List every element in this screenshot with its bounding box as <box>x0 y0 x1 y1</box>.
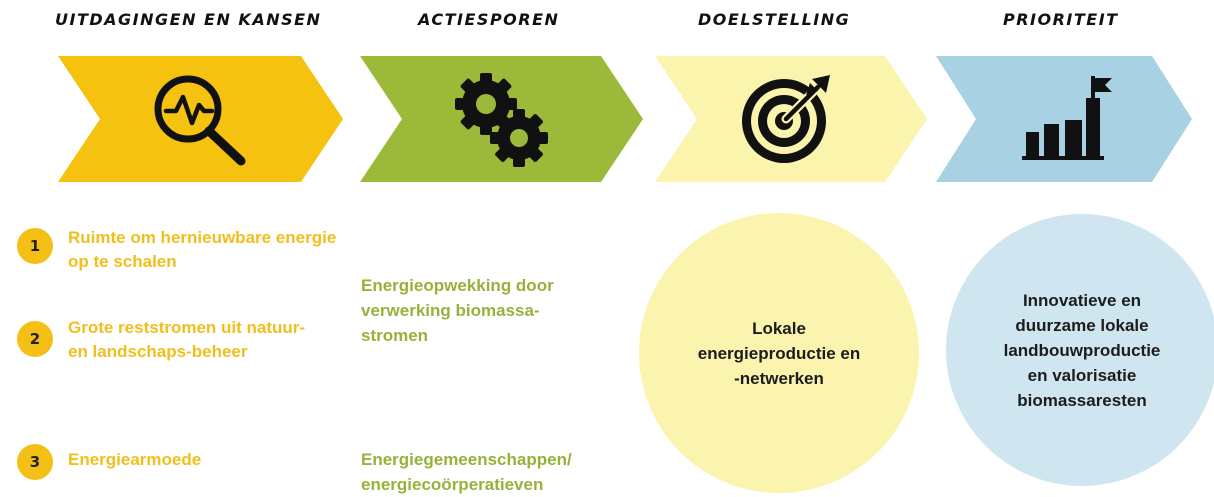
header-objective: Doelstelling <box>698 10 851 29</box>
header-tracks: Actiesporen <box>418 10 560 29</box>
challenge-number-3: 3 <box>17 444 53 480</box>
challenge-number-1: 1 <box>17 228 53 264</box>
objective-text: Lokale energieproductie en -netwerken <box>697 318 861 388</box>
challenge-number-2: 2 <box>17 321 53 357</box>
chevron-priority <box>936 56 1192 182</box>
search-pulse-icon <box>154 75 246 166</box>
target-arrow-icon <box>742 75 830 163</box>
objective-circle: Lokale energieproductie en -netwerken <box>639 213 919 493</box>
priority-circle: Innovatieve en duurzame lokale landbouwp… <box>946 214 1214 486</box>
challenge-text-3: Energiearmoede <box>68 450 202 469</box>
bar-chart-flag-icon <box>1022 76 1112 160</box>
challenge-text-1: Ruimte om hernieuwbare energie op te sch… <box>68 228 337 271</box>
challenge-text-2: Grote reststromen uit natuur- en landsch… <box>68 318 306 361</box>
header-challenges: Uitdagingen en kansen <box>55 10 322 29</box>
track-text-2: Energiegemeenschappen/ energiecoörperati… <box>361 450 572 494</box>
priority-text: Innovatieve en duurzame lokale landbouwp… <box>1003 290 1161 410</box>
gears-icon <box>455 73 548 167</box>
track-text-1: Energieopwekking door verwerking biomass… <box>361 276 554 345</box>
header-priority: Prioriteit <box>1003 10 1119 29</box>
chevron-challenges <box>58 56 343 182</box>
